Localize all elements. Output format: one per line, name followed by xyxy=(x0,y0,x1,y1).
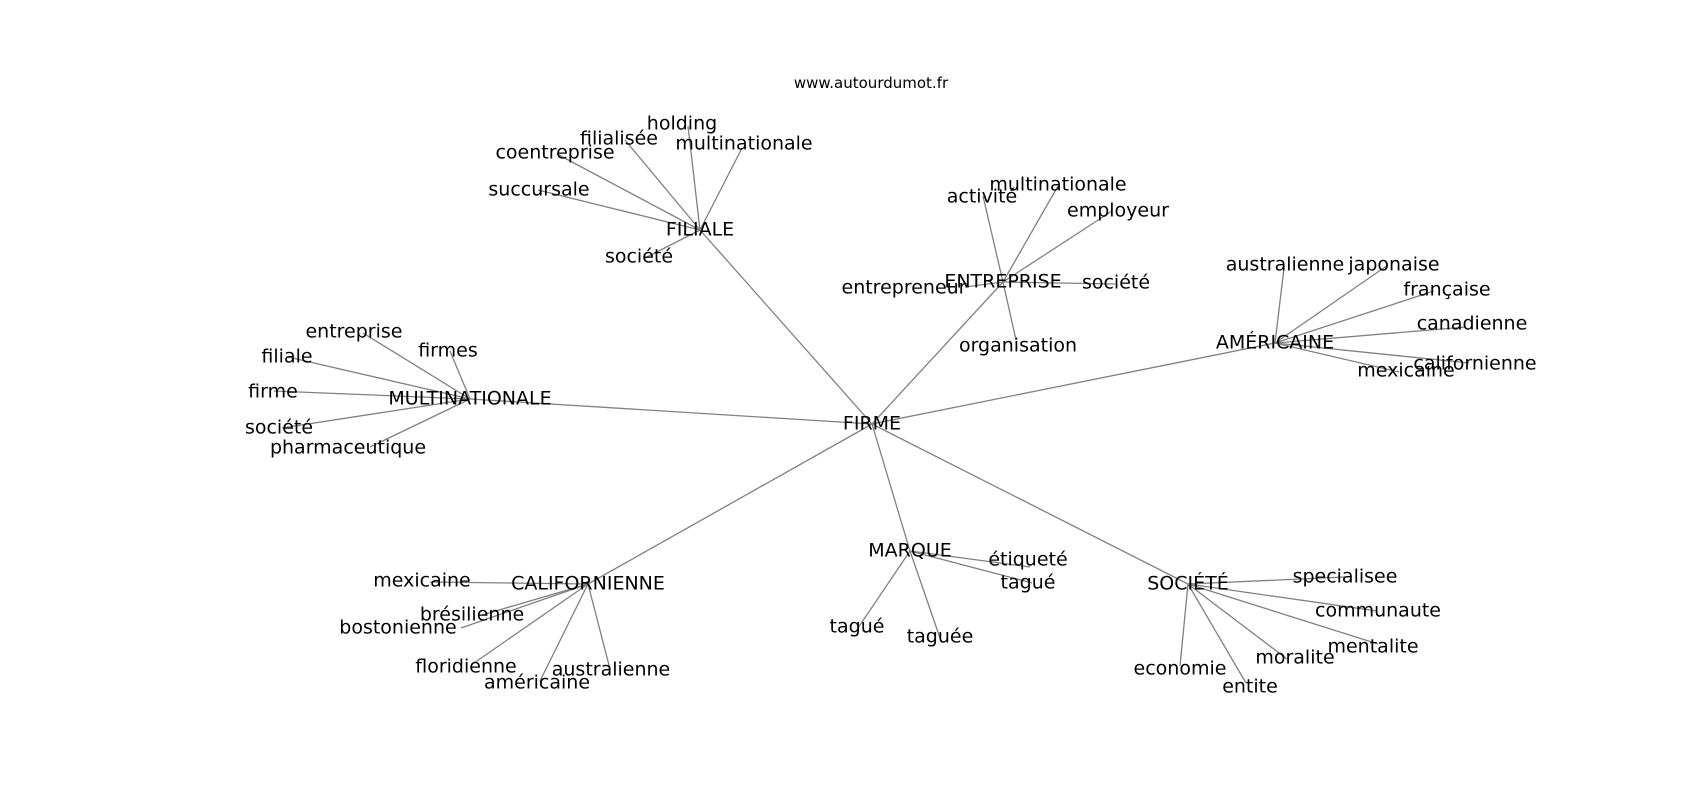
edge-hub-word xyxy=(909,550,1031,568)
word-label: moralite xyxy=(1255,647,1334,669)
word-label: française xyxy=(1403,279,1490,301)
edge-hub-word xyxy=(687,125,701,231)
word-label: multinationale xyxy=(989,174,1126,196)
edge-hub-word xyxy=(1187,583,1378,612)
word-label: taguée xyxy=(907,626,974,648)
edge-hub-word xyxy=(1187,583,1288,660)
word-label: mentalite xyxy=(1327,636,1418,658)
edge-hub-word xyxy=(1274,342,1470,364)
edge-hub-word xyxy=(1187,583,1379,645)
edge-hub-word xyxy=(1274,326,1467,344)
word-label: activité xyxy=(947,186,1017,208)
source-url: www.autourdumot.fr xyxy=(794,74,949,92)
edge-hub-word xyxy=(1187,583,1247,684)
word-label: tagué xyxy=(1001,572,1056,594)
word-label: australienne xyxy=(1226,254,1345,276)
edge-hub-word xyxy=(1002,185,1059,283)
hub-label: CALIFORNIENNE xyxy=(511,573,665,595)
word-label: filialisée xyxy=(580,128,658,150)
word-label: filiale xyxy=(261,346,312,368)
word-label: bostonienne xyxy=(339,617,456,639)
center-label: FIRME xyxy=(843,413,901,435)
edge-center-hub xyxy=(587,423,873,585)
edge-center-hub xyxy=(699,229,873,425)
edge-hub-word xyxy=(857,550,911,629)
word-label: entite xyxy=(1222,676,1278,698)
word-label: organisation xyxy=(959,335,1077,357)
word-label: canadienne xyxy=(1417,313,1528,335)
edge-hub-word xyxy=(1274,342,1400,373)
word-label: employeur xyxy=(1067,200,1169,222)
word-label: floridienne xyxy=(415,656,517,678)
hub-label: MULTINATIONALE xyxy=(388,388,551,410)
edge-hub-word xyxy=(460,583,589,629)
edge-hub-word xyxy=(1179,583,1189,667)
edge-hub-word xyxy=(1274,290,1435,344)
edge-hub-word xyxy=(699,147,743,231)
edge-hub-word xyxy=(281,398,471,429)
word-label: multinationale xyxy=(675,133,812,155)
edge-hub-word xyxy=(909,550,1033,584)
edge-hub-word xyxy=(449,350,471,400)
word-label: australienne xyxy=(552,659,671,681)
word-label: société xyxy=(605,246,673,268)
edge-hub-word xyxy=(624,139,701,231)
edge-hub-word xyxy=(982,195,1004,283)
edge-hub-word xyxy=(369,398,471,448)
edge-center-hub xyxy=(871,423,1189,585)
edge-hub-word xyxy=(1187,576,1346,585)
edge-hub-word xyxy=(556,153,701,231)
word-label: société xyxy=(245,417,313,439)
edge-hub-word xyxy=(587,583,611,670)
word-label: américaine xyxy=(484,672,590,694)
edge-hub-word xyxy=(1274,264,1389,344)
edge-center-hub xyxy=(469,398,873,425)
edge-hub-word xyxy=(909,550,941,639)
edge-hub-word xyxy=(964,281,1004,288)
word-label: étiqueté xyxy=(988,549,1067,571)
edge-hub-word xyxy=(473,583,589,664)
edge-center-hub xyxy=(871,423,911,552)
hub-label: MARQUE xyxy=(868,540,951,562)
word-label: communaute xyxy=(1315,600,1441,622)
word-label: specialisee xyxy=(1293,566,1398,588)
word-label: tagué xyxy=(830,616,885,638)
word-label: californienne xyxy=(1413,353,1536,375)
word-label: mexicaine xyxy=(373,570,471,592)
edge-hub-word xyxy=(1002,281,1116,285)
hub-label: ENTREPRISE xyxy=(944,271,1061,293)
word-label: economie xyxy=(1134,658,1227,680)
edge-hub-word xyxy=(537,189,701,231)
word-label: brésilienne xyxy=(420,604,524,626)
word-label: société xyxy=(1082,272,1150,294)
edge-hub-word xyxy=(1002,281,1017,341)
word-label: japonaise xyxy=(1347,254,1439,276)
edge-center-hub xyxy=(871,342,1276,425)
word-label: entrepreneur xyxy=(842,277,967,299)
edge-center-hub xyxy=(871,281,1004,425)
word-label: holding xyxy=(647,113,717,135)
word-label: firme xyxy=(248,381,298,403)
edge-hub-word xyxy=(273,390,471,400)
word-label: pharmaceutique xyxy=(270,437,426,459)
hub-label: FILIALE xyxy=(666,219,734,241)
hub-label: AMÉRICAINE xyxy=(1216,331,1334,354)
word-label: firmes xyxy=(418,340,478,362)
hub-label: SOCIÉTÉ xyxy=(1147,572,1229,595)
edge-hub-word xyxy=(539,583,589,682)
edge-hub-word xyxy=(1002,210,1113,283)
edge-hub-word xyxy=(1274,267,1285,344)
edge-hub-word xyxy=(481,583,589,616)
word-label: coentreprise xyxy=(495,142,614,164)
edge-hub-word xyxy=(362,332,471,400)
edge-hub-word xyxy=(429,581,589,585)
edge-hub-word xyxy=(644,229,701,259)
edges xyxy=(273,125,1470,684)
word-label: succursale xyxy=(488,179,589,201)
word-label: entreprise xyxy=(305,321,402,343)
edge-hub-word xyxy=(287,356,471,400)
word-label: mexicaine xyxy=(1357,360,1455,382)
